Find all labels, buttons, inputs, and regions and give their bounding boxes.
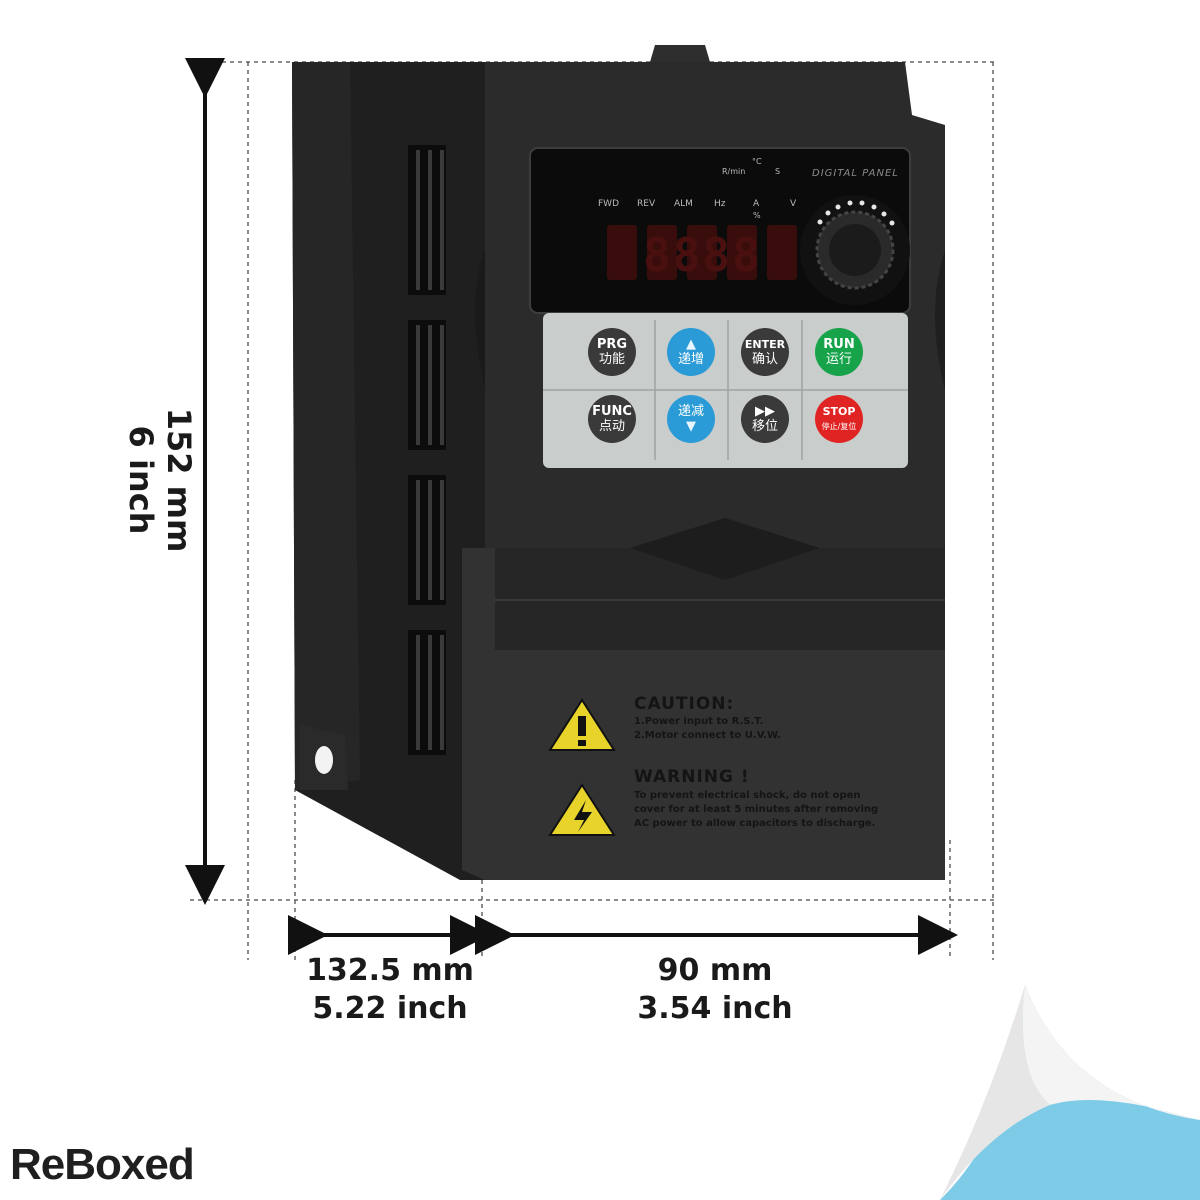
up-sub: 递增 (677, 352, 704, 367)
fast-forward-icon: ▶▶ (755, 404, 775, 419)
prg-sub: 功能 (598, 352, 625, 367)
caution-line-1: 1.Power input to R.S.T. (634, 716, 764, 727)
indicator-percent: % (753, 211, 761, 220)
down-button[interactable]: 递减 ▼ (667, 395, 715, 443)
height-dimension: 152 mm 6 inch (110, 400, 210, 560)
enter-button[interactable]: ENTER 确认 (741, 328, 789, 376)
warning-line-1: To prevent electrical shock, do not open (634, 790, 861, 801)
enter-sub: 确认 (751, 352, 778, 367)
func-label: FUNC (592, 404, 632, 419)
prg-label: PRG (596, 337, 628, 352)
unit-celsius: °C (752, 157, 762, 166)
height-mm: 152 mm (160, 407, 198, 553)
stop-button[interactable]: STOP 停止/复位 (815, 395, 863, 443)
prg-button[interactable]: PRG 功能 (588, 328, 636, 376)
width-dimension: 90 mm 3.54 inch (615, 952, 815, 1028)
reboxed-logo: ReBoxed (10, 1140, 195, 1189)
warning-line-2: cover for at least 5 minutes after remov… (634, 804, 879, 815)
height-inch: 6 inch (122, 425, 160, 535)
caution-title: CAUTION: (634, 694, 735, 714)
indicator-hz: Hz (714, 199, 726, 209)
width-mm: 90 mm (657, 953, 773, 988)
up-arrow-icon: ▲ (686, 337, 696, 352)
indicator-fwd: FWD (598, 199, 620, 209)
indicator-a: A (753, 199, 760, 209)
depth-dimension: 132.5 mm 5.22 inch (290, 952, 490, 1028)
unit-rpm: R/min (722, 167, 746, 176)
shift-sub: 移位 (751, 419, 778, 434)
unit-seconds: S (775, 167, 781, 176)
func-button[interactable]: FUNC 点动 (588, 395, 636, 443)
warning-title: WARNING ! (634, 767, 750, 787)
stop-label: STOP (822, 405, 856, 418)
enter-label: ENTER (744, 338, 786, 351)
up-button[interactable]: ▲ 递增 (667, 328, 715, 376)
width-inch: 3.54 inch (637, 991, 793, 1026)
down-arrow-icon: ▼ (686, 419, 696, 434)
caution-line-2: 2.Motor connect to U.V.W. (634, 730, 781, 741)
indicator-alm: ALM (674, 199, 693, 209)
run-label: RUN (823, 337, 855, 352)
page-curl-icon (940, 985, 1200, 1200)
stop-sub: 停止/复位 (821, 422, 857, 431)
depth-mm: 132.5 mm (306, 953, 474, 988)
warning-line-3: AC power to allow capacitors to discharg… (634, 818, 876, 829)
run-sub: 运行 (825, 352, 852, 367)
indicator-v: V (790, 199, 797, 209)
depth-inch: 5.22 inch (312, 991, 468, 1026)
run-button[interactable]: RUN 运行 (815, 328, 863, 376)
indicator-rev: REV (637, 199, 656, 209)
display-readout: 8888 (643, 228, 762, 282)
shift-button[interactable]: ▶▶ 移位 (741, 395, 789, 443)
func-sub: 点动 (598, 419, 625, 434)
down-label: 递减 (677, 404, 704, 419)
panel-title: DIGITAL PANEL (812, 168, 899, 179)
